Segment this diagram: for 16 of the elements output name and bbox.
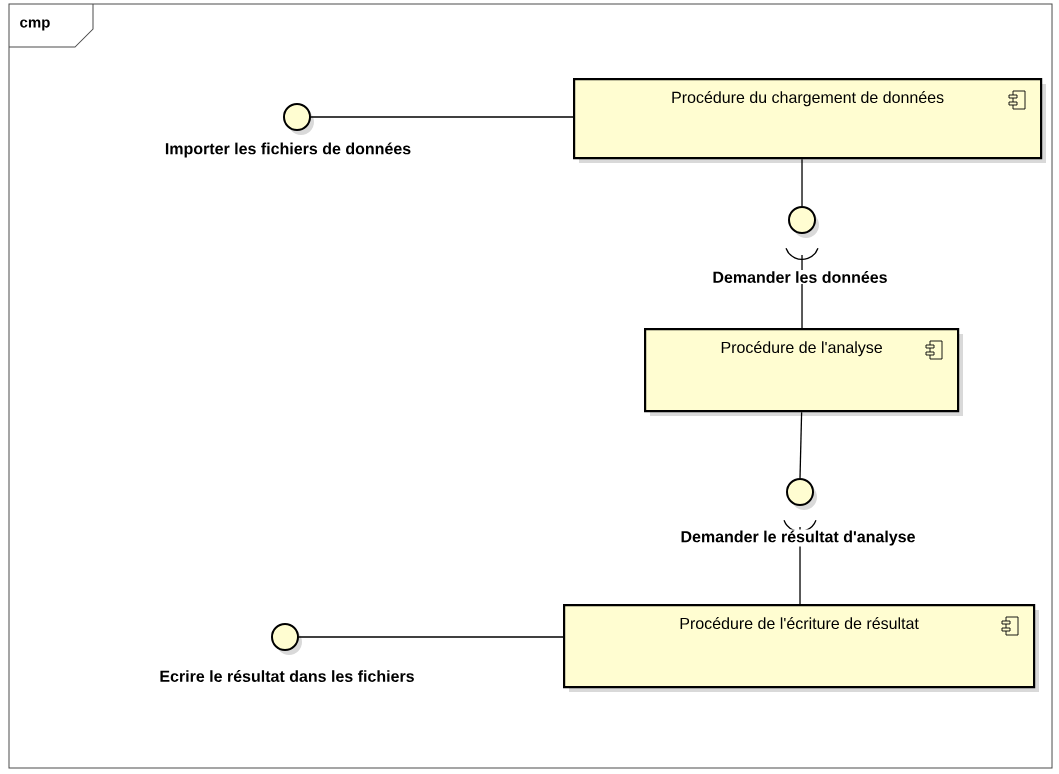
interface-ball xyxy=(786,478,817,510)
interface-label: Ecrire le résultat dans les fichiers xyxy=(158,669,416,683)
interface-ball xyxy=(788,206,819,238)
interface-label: Importer les fichiers de données xyxy=(163,141,413,159)
interface-ball xyxy=(283,103,314,135)
connector-line xyxy=(298,636,564,638)
interface-ball xyxy=(271,623,302,655)
connector-line xyxy=(801,158,803,207)
component-box: Procédure de l'écriture de résultat xyxy=(563,604,1039,692)
interface-label: Demander les données xyxy=(711,270,889,284)
connector-line xyxy=(799,411,803,479)
component-box: Procédure de l'analyse xyxy=(644,328,963,416)
connector-line xyxy=(310,116,574,118)
interface-label: Demander le résultat d'analyse xyxy=(679,529,917,547)
frame-tab: cmp xyxy=(8,3,94,48)
component-box: Procédure du chargement de données xyxy=(573,78,1046,163)
